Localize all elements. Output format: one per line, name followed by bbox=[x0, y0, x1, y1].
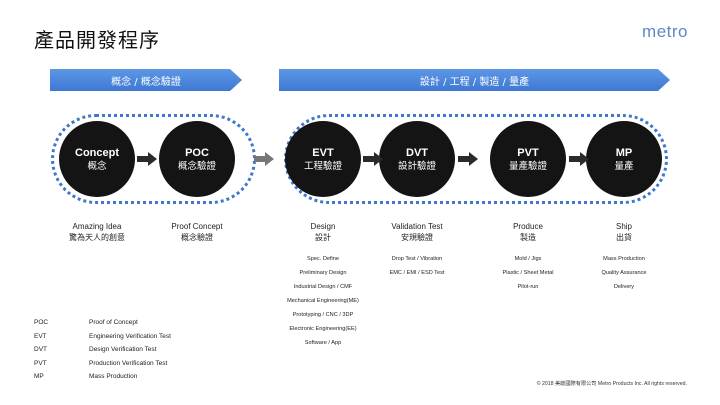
stage-pvt-label: PVT bbox=[517, 146, 539, 159]
detail-item: Industrial Design / CMF bbox=[293, 284, 353, 290]
caption-zh: 概念驗證 bbox=[181, 233, 213, 242]
detail-item: Drop Test / Vibration bbox=[391, 256, 443, 262]
glossary-abbr: MP bbox=[34, 373, 44, 380]
detail-item: Plastic / Sheet Metal bbox=[502, 270, 554, 276]
stage-evt-label-zh: 工程驗證 bbox=[303, 160, 342, 172]
stage-poc-caption: Proof Concept 概念驗證 bbox=[142, 221, 252, 244]
detail-item: Electronic Engineering(EE) bbox=[289, 326, 357, 332]
caption-zh: 安規驗證 bbox=[401, 233, 433, 242]
caption-zh: 製造 bbox=[520, 233, 536, 242]
right-arrow-icon bbox=[458, 152, 478, 166]
glossary-abbr: PVT bbox=[34, 359, 47, 367]
glossary-full: Mass Production bbox=[89, 373, 138, 380]
stage-concept-label: Concept bbox=[75, 146, 119, 159]
page-title: 產品開發程序 bbox=[34, 28, 160, 52]
right-arrow-icon bbox=[137, 152, 157, 166]
right-arrow-icon bbox=[363, 152, 383, 166]
detail-item: Mold / Jigs bbox=[514, 256, 542, 262]
banner-design-engineering: 設計 / 工程 / 製造 / 量產 bbox=[279, 69, 670, 91]
stage-pvt-label-zh: 量產驗證 bbox=[508, 160, 547, 172]
detail-item: Spec. Define bbox=[306, 256, 340, 262]
detail-item: Mass Production bbox=[603, 256, 645, 262]
caption-en: Proof Concept bbox=[171, 222, 223, 231]
stage-mp-label-zh: 量產 bbox=[614, 160, 634, 172]
copyright-footer: © 2018 美啟國際有限公司 Metro Products Inc. All … bbox=[536, 381, 687, 387]
caption-zh: 設計 bbox=[315, 233, 331, 242]
caption-en: Amazing Idea bbox=[72, 222, 122, 231]
metro-logo: metro bbox=[642, 22, 688, 41]
glossary-abbr: EVT bbox=[34, 332, 47, 340]
glossary-abbr: POC bbox=[34, 319, 49, 326]
detail-item: Software / App bbox=[304, 340, 342, 346]
stage-pvt-caption: Produce 製造 bbox=[473, 221, 583, 244]
detail-item: Preliminary Design bbox=[299, 270, 347, 276]
glossary-full: Proof of Concept bbox=[89, 319, 138, 326]
glossary-row: DVT Design Verification Test bbox=[34, 346, 171, 360]
stage-concept-caption: Amazing Idea 驚為天人的創意 bbox=[42, 221, 152, 244]
detail-item: Pilot-run bbox=[517, 284, 539, 290]
stage-mp-label: MP bbox=[615, 146, 633, 159]
caption-en: Produce bbox=[513, 222, 543, 231]
glossary-full: Design Verification Test bbox=[89, 346, 157, 353]
detail-item: Mechanical Engineering(ME) bbox=[287, 298, 359, 304]
glossary-full: Production Verification Test bbox=[89, 359, 168, 367]
banner-concept: 概念 / 概念驗證 bbox=[50, 69, 242, 91]
caption-zh: 驚為天人的創意 bbox=[69, 233, 125, 242]
detail-item: Delivery bbox=[613, 284, 635, 290]
caption-en: Validation Test bbox=[391, 222, 443, 231]
glossary-row: PVT Production Verification Test bbox=[34, 360, 171, 374]
glossary-row: MP Mass Production bbox=[34, 373, 171, 387]
stage-dvt-label: DVT bbox=[406, 146, 428, 159]
right-arrow-icon bbox=[569, 152, 589, 166]
glossary-row: POC Proof of Concept bbox=[34, 319, 171, 333]
stage-poc-label: POC bbox=[185, 146, 209, 159]
detail-item: Prototyping / CNC / 3DP bbox=[292, 312, 354, 318]
glossary-row: EVT Engineering Verification Test bbox=[34, 333, 171, 347]
stage-dvt-caption: Validation Test 安規驗證 bbox=[362, 221, 472, 244]
glossary-abbr: DVT bbox=[34, 346, 47, 353]
right-arrow-icon bbox=[254, 152, 274, 166]
glossary-full: Engineering Verification Test bbox=[89, 332, 171, 340]
stage-evt-caption: Design 設計 bbox=[268, 221, 378, 244]
caption-en: Ship bbox=[615, 222, 632, 231]
stage-poc-label-zh: 概念驗證 bbox=[177, 160, 216, 172]
caption-en: Design bbox=[310, 222, 336, 231]
stage-evt-label: EVT bbox=[312, 146, 334, 159]
caption-zh: 出貨 bbox=[616, 233, 632, 242]
detail-item: EMC / EMI / ESD Test bbox=[389, 270, 445, 276]
stage-dvt-label-zh: 設計驗證 bbox=[397, 160, 436, 172]
detail-item: Quality Assurance bbox=[601, 270, 647, 276]
stage-concept-label-zh: 概念 bbox=[87, 160, 107, 172]
stage-mp-caption: Ship 出貨 bbox=[569, 221, 679, 244]
